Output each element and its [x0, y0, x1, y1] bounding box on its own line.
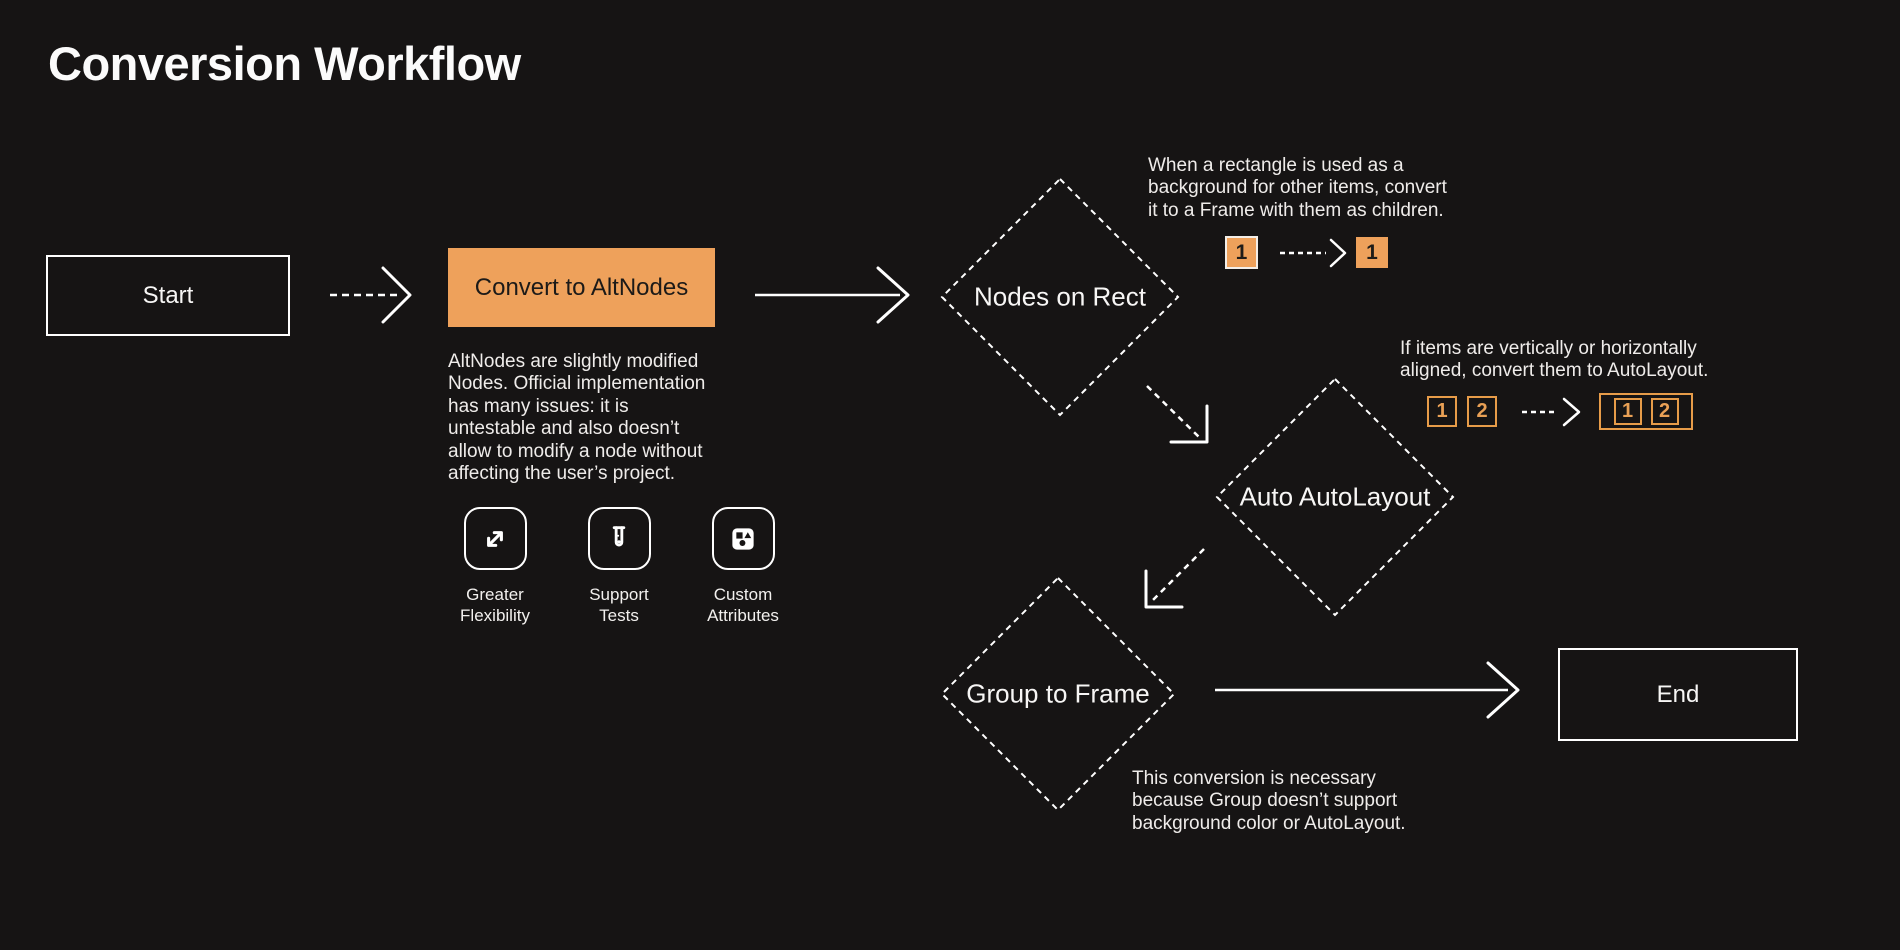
frame-note-text: This conversion is necessary because Gro… [1132, 768, 1406, 834]
arrow-start-to-convert [330, 266, 412, 324]
flow-node-convert-to-altnodes: Convert to AltNodes [448, 248, 715, 327]
feature-list: Greater Flexibility Support Tests Custom… [448, 507, 790, 626]
autolayout-note-group-box: 1 2 [1599, 393, 1693, 430]
end-label: End [1656, 680, 1700, 708]
arrow-nodes-on-rect-to-autolayout [1146, 385, 1209, 444]
feature-label: Custom Attributes [707, 585, 779, 625]
decision-nodes-on-rect: Nodes on Rect [974, 281, 1146, 312]
shapes-icon [711, 507, 775, 570]
test-tube-icon [587, 507, 651, 570]
convert-label: Convert to AltNodes [474, 273, 689, 301]
autolayout-note-grouped-box-2: 2 [1650, 398, 1679, 425]
arrow-autolayout-to-group-to-frame [1144, 548, 1205, 609]
flow-node-end: End [1558, 648, 1798, 741]
feature-item-tests: Support Tests [572, 507, 666, 626]
page-title: Conversion Workflow [48, 37, 521, 90]
autolayout-note-text: If items are vertically or horizontally … [1400, 338, 1709, 382]
mini-arrow-rect-note [1280, 238, 1347, 268]
rect-note-text: When a rectangle is used as a background… [1148, 155, 1447, 221]
start-label: Start [142, 281, 194, 309]
autolayout-note-grouped-box-1: 1 [1613, 398, 1642, 425]
convert-description: AltNodes are slightly modified Nodes. Of… [448, 351, 706, 485]
arrow-convert-to-nodes-on-rect [755, 266, 910, 324]
expand-arrows-icon [463, 507, 527, 570]
feature-item-attributes: Custom Attributes [696, 507, 790, 626]
feature-item-flexibility: Greater Flexibility [448, 507, 542, 626]
mini-arrow-autolayout-note [1522, 397, 1581, 427]
flow-node-start: Start [46, 255, 290, 336]
autolayout-note-box-1: 1 [1427, 396, 1457, 427]
feature-label: Support Tests [589, 585, 649, 625]
rect-note-box-before: 1 [1225, 236, 1258, 269]
rect-note-box-after: 1 [1356, 237, 1388, 268]
autolayout-note-box-2: 2 [1467, 396, 1497, 427]
decision-auto-autolayout: Auto AutoLayout [1239, 481, 1431, 512]
decision-group-to-frame: Group to Frame [966, 678, 1150, 709]
feature-label: Greater Flexibility [460, 585, 530, 625]
arrow-group-to-frame-to-end [1215, 661, 1520, 719]
